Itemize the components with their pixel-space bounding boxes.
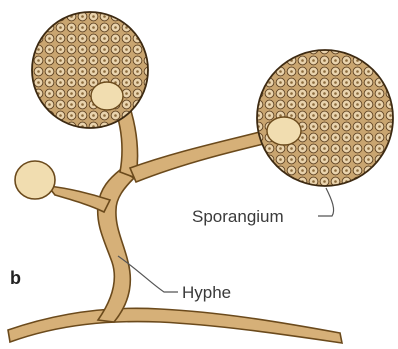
main-hypha-trunk: [98, 170, 134, 322]
panel-letter: b: [10, 268, 21, 288]
sporangium-leader-line: [318, 188, 334, 216]
columella-left: [91, 82, 123, 110]
sporangium-right: [257, 50, 393, 186]
hyphe-label: Hyphe: [182, 283, 231, 302]
sporangium-label: Sporangium: [192, 207, 284, 226]
sporangium-left: [32, 12, 148, 128]
left-branch: [48, 186, 110, 212]
immature-sporangium: [15, 161, 55, 199]
basal-hypha: [8, 308, 342, 343]
right-branch: [130, 128, 280, 182]
columella-right: [267, 117, 301, 145]
